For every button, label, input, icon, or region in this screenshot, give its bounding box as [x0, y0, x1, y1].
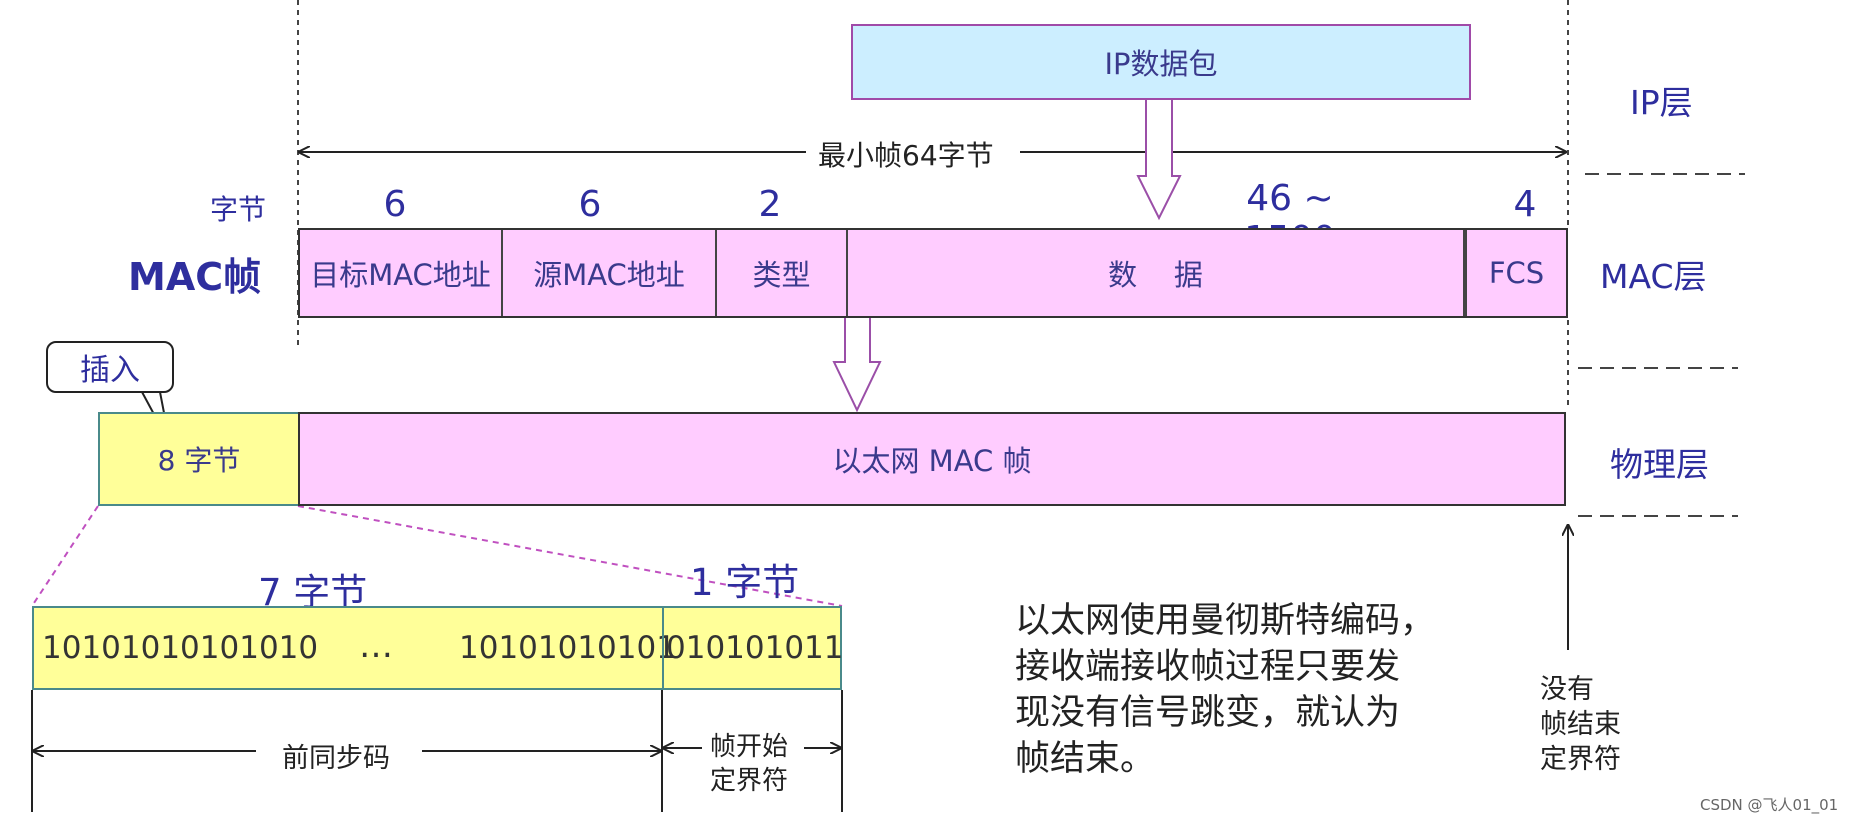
size-type: 2: [758, 184, 782, 225]
preamble-bits-box: 10101010101010 … 10101010101 010101011: [32, 606, 844, 690]
manchester-note-line3: 现没有信号跳变，就认为: [1015, 693, 1401, 733]
sfd-label-line1: 帧开始: [710, 732, 789, 762]
sfd-divider: [662, 608, 664, 688]
bytes1-label: 1 字节: [690, 561, 800, 604]
preamble-label: 前同步码: [282, 743, 390, 774]
size-dst: 6: [383, 184, 407, 225]
mac-layer-label: MAC层: [1600, 257, 1707, 296]
expand-line-right: [297, 505, 843, 607]
mac-frame-fields: 目标MAC地址 源MAC地址 类型 数 据 FCS: [298, 228, 1568, 318]
watermark: CSDN @飞人01_01: [1700, 796, 1839, 814]
field-fcs: FCS: [1465, 230, 1566, 316]
ip-to-data-arrow: [1136, 97, 1182, 221]
ip-packet-label: IP数据包: [1104, 47, 1218, 81]
preamble-box-label: 8 字节: [157, 444, 241, 477]
size-fcs: 4: [1513, 184, 1537, 225]
manchester-note-line4: 帧结束。: [1015, 739, 1156, 779]
expand-line-left: [31, 505, 99, 607]
no-end-delimiter-note: 没有 帧结束 定界符: [1540, 672, 1621, 777]
preamble-bits-ellipsis: …: [359, 626, 393, 666]
sfd-label-line2: 定界符: [710, 766, 789, 796]
min-frame-label: 最小帧64字节: [818, 139, 994, 172]
no-end-line2: 帧结束: [1540, 709, 1621, 740]
ip-packet-box: IP数据包: [851, 24, 1471, 100]
preamble-box: 8 字节: [98, 412, 300, 506]
ethernet-frame-box: 以太网 MAC 帧: [298, 412, 1566, 506]
insert-callout: 插入: [46, 341, 174, 393]
field-dst-mac: 目标MAC地址: [300, 230, 503, 316]
mac-to-phy-arrow: [832, 315, 882, 413]
size-src: 6: [578, 184, 602, 225]
mac-frame-label: MAC帧: [128, 255, 262, 299]
field-src-mac: 源MAC地址: [503, 230, 717, 316]
bytes-label: 字节: [210, 193, 267, 226]
preamble-bits-start: 10101010101010: [42, 630, 319, 666]
no-end-line3: 定界符: [1540, 744, 1621, 775]
manchester-note-line1: 以太网使用曼彻斯特编码，: [1015, 601, 1436, 641]
sfd-bits: 010101011: [666, 630, 844, 666]
field-data: 数 据: [848, 230, 1465, 316]
field-type: 类型: [717, 230, 848, 316]
manchester-note-line2: 接收端接收帧过程只要发: [1015, 647, 1401, 687]
manchester-note: 以太网使用曼彻斯特编码， 接收端接收帧过程只要发 现没有信号跳变，就认为 帧结束…: [1015, 598, 1435, 782]
insert-callout-label: 插入: [80, 353, 140, 388]
phy-layer-label: 物理层: [1610, 445, 1709, 484]
ip-layer-label: IP层: [1630, 83, 1693, 122]
ethernet-frame-label: 以太网 MAC 帧: [832, 444, 1032, 478]
preamble-bits-end: 10101010101: [459, 630, 676, 666]
no-end-line1: 没有: [1540, 674, 1594, 705]
